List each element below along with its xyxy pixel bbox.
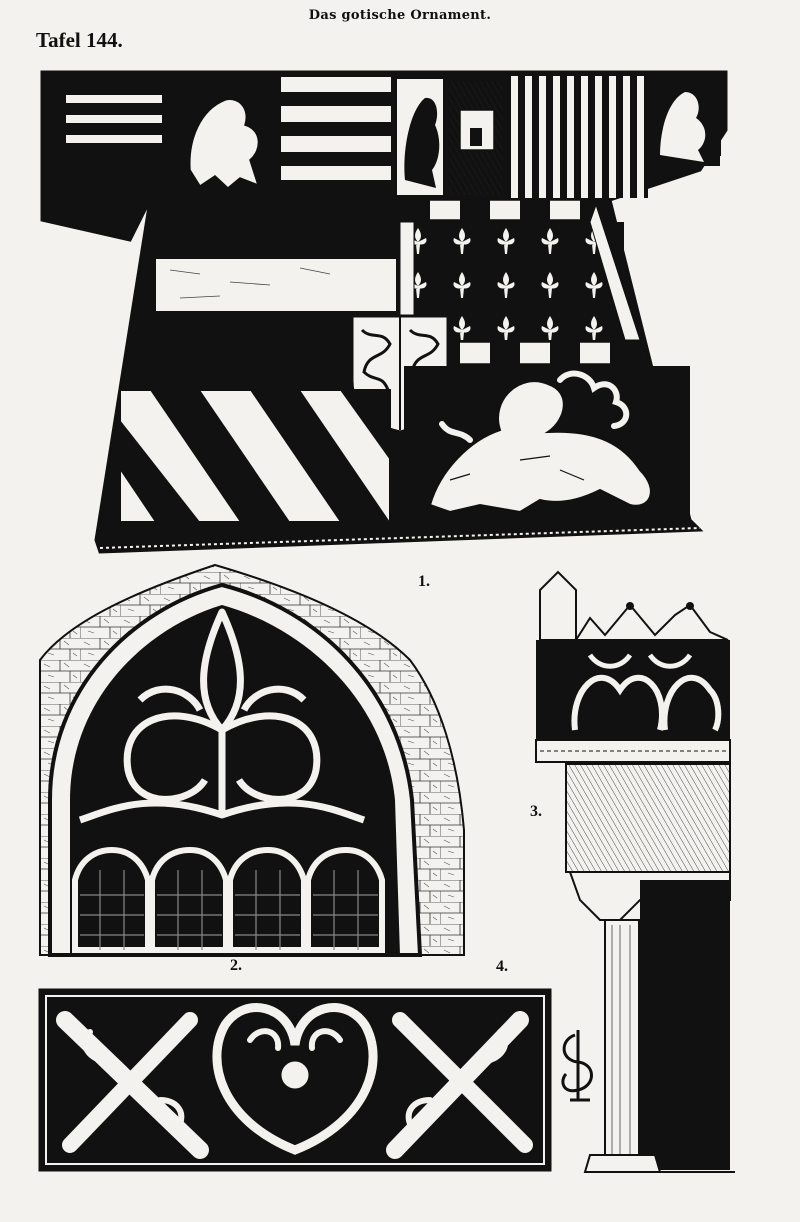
gothic-window	[39, 563, 465, 957]
figure-label-2: 2.	[230, 957, 242, 974]
tabard-fringe	[99, 527, 701, 549]
black-band-lower	[150, 314, 350, 386]
plate-number: Tafel 144.	[36, 28, 123, 52]
carved-frieze	[38, 988, 552, 1172]
black-band-upper	[160, 200, 396, 256]
rampant-lion-panel	[404, 366, 690, 524]
window-lancets	[72, 846, 385, 953]
frieze-center-scroll	[212, 1003, 378, 1155]
running-title: Das gotische Ornament.	[308, 8, 492, 23]
oriel-column	[535, 570, 735, 1173]
window-tracery	[78, 608, 366, 824]
figure-label-1: 1.	[418, 573, 430, 590]
figure-label-4: 4.	[496, 958, 508, 975]
frieze-branch-right	[386, 1011, 533, 1159]
oriel-masonry	[565, 763, 731, 873]
bendy-panel	[119, 389, 391, 523]
oriel-parapet	[536, 640, 730, 750]
white-band	[154, 257, 398, 313]
monogram-mark	[561, 1030, 593, 1102]
figure-label-3: 3.	[530, 803, 542, 820]
window-glazing-bars	[80, 870, 378, 950]
frieze-branch-left	[56, 1011, 209, 1159]
oriel-doorway	[640, 880, 730, 1170]
column-shaft	[604, 919, 640, 1161]
heraldic-tabard	[40, 70, 728, 554]
